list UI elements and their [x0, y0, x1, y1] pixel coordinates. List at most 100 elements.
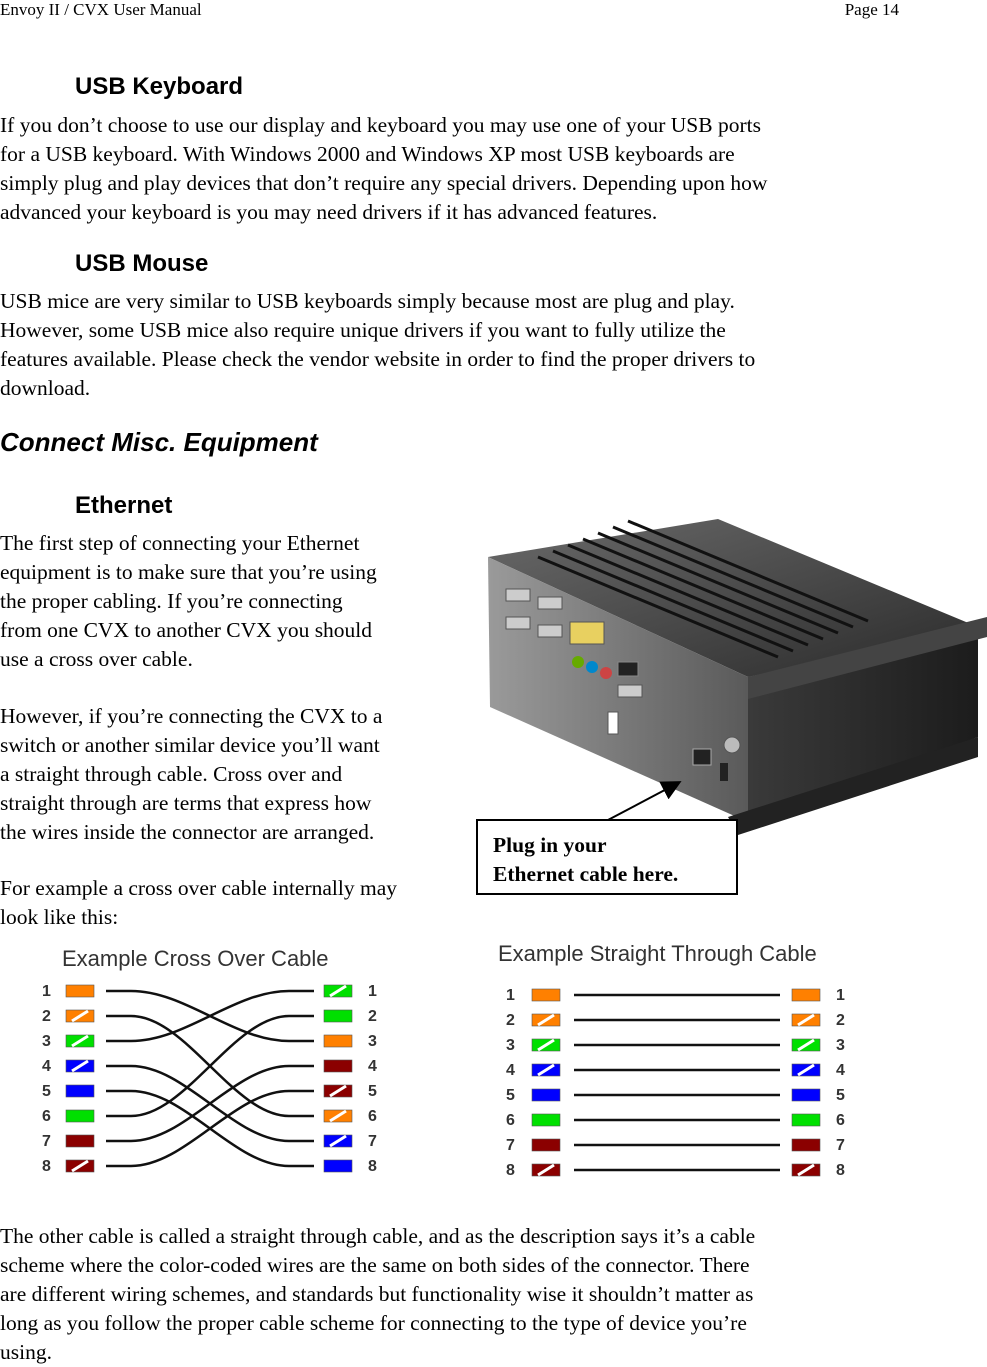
- pin-label-left: 4: [506, 1062, 515, 1079]
- pin-label-right: 6: [368, 1108, 377, 1125]
- usb-mouse-paragraph: USB mice are very similar to USB keyboar…: [0, 287, 755, 403]
- heading-connect-misc-equipment: Connect Misc. Equipment: [0, 427, 318, 457]
- ethernet-paragraph-1: The first step of connecting your Ethern…: [0, 529, 377, 674]
- heading-usb-keyboard: USB Keyboard: [75, 73, 244, 100]
- pin-label-right: 1: [836, 987, 845, 1004]
- text-line: scheme where the color-coded wires are t…: [0, 1253, 750, 1277]
- wire-swatch-right-striped-blue: [323, 1134, 353, 1148]
- text-line: However, if you’re connecting the CVX to…: [0, 704, 383, 728]
- text-line: switch or another similar device you’ll …: [0, 733, 380, 757]
- wire-swatch-left-striped-brown: [531, 1163, 561, 1177]
- wire-swatch-left-striped-blue: [531, 1063, 561, 1077]
- wire-swatch-right-solid-green: [791, 1113, 821, 1127]
- text-line: If you don’t choose to use our display a…: [0, 113, 761, 137]
- wire-line: [106, 1089, 314, 1168]
- text-line: are different wiring schemes, and standa…: [0, 1282, 754, 1306]
- text-line: simply plug and play devices that don’t …: [0, 171, 768, 195]
- pin-label-left: 1: [506, 987, 515, 1004]
- pin-label-left: 7: [506, 1137, 515, 1154]
- wire-swatch-right-solid-orange: [791, 988, 821, 1002]
- text-line: straight through are terms that express …: [0, 791, 372, 815]
- pin-label-left: 4: [42, 1058, 51, 1075]
- text-line: long as you follow the proper cable sche…: [0, 1311, 747, 1335]
- wire-swatch-left-striped-green: [65, 1034, 95, 1048]
- heatsink-fins: [537, 519, 869, 659]
- wire-swatch-right-solid-blue: [791, 1088, 821, 1102]
- wire-swatch-right-striped-brown: [791, 1163, 821, 1177]
- text-line: However, some USB mice also require uniq…: [0, 318, 726, 342]
- callout-line: Plug in your: [493, 833, 607, 857]
- straight-through-cable-title: Example Straight Through Cable: [498, 941, 817, 966]
- wire-swatch-left-solid-brown: [65, 1134, 95, 1148]
- heading-usb-mouse: USB Mouse: [75, 250, 209, 277]
- pin-label-right: 5: [368, 1083, 377, 1100]
- pin-label-left: 8: [42, 1158, 51, 1175]
- wire-swatch-left-striped-orange: [531, 1013, 561, 1027]
- pin-label-left: 1: [42, 983, 51, 1000]
- pin-label-right: 7: [836, 1137, 845, 1154]
- wire-swatch-left-solid-orange: [65, 984, 95, 998]
- text-line: a straight through cable. Cross over and: [0, 762, 343, 786]
- text-line: The other cable is called a straight thr…: [0, 1224, 756, 1248]
- text-line: the proper cabling. If you’re connecting: [0, 589, 343, 613]
- wire-swatch-left-striped-brown: [65, 1159, 95, 1173]
- text-line: USB mice are very similar to USB keyboar…: [0, 289, 735, 313]
- wire-swatch-left-striped-green: [531, 1038, 561, 1052]
- pin-label-left: 7: [42, 1133, 51, 1150]
- pin-label-right: 1: [368, 983, 377, 1000]
- wire-swatch-left-solid-blue: [65, 1084, 95, 1098]
- wire-swatch-right-striped-green: [791, 1038, 821, 1052]
- pin-label-right: 2: [836, 1012, 845, 1029]
- wire-swatch-right-solid-orange: [323, 1034, 353, 1048]
- wire-swatch-left-solid-green: [65, 1109, 95, 1123]
- wire-swatch-left-striped-blue: [65, 1059, 95, 1073]
- pin-label-right: 3: [368, 1033, 377, 1050]
- pin-label-left: 5: [506, 1087, 515, 1104]
- text-line: from one CVX to another CVX you should: [0, 618, 373, 642]
- pin-label-right: 8: [368, 1158, 377, 1175]
- usb-keyboard-paragraph: If you don’t choose to use our display a…: [0, 111, 767, 227]
- pin-label-left: 3: [42, 1033, 51, 1050]
- wire-swatch-right-striped-brown: [323, 1084, 353, 1098]
- pin-label-left: 2: [42, 1008, 51, 1025]
- heading-ethernet: Ethernet: [75, 492, 173, 519]
- callout-line: Ethernet cable here.: [493, 862, 679, 886]
- text-line: The first step of connecting your Ethern…: [0, 531, 360, 555]
- running-header-title: Envoy II / CVX User Manual: [0, 0, 202, 19]
- cross-over-cable-title: Example Cross Over Cable: [62, 946, 329, 971]
- wire-swatch-right-solid-brown: [323, 1059, 353, 1073]
- pin-label-right: 4: [836, 1062, 845, 1079]
- wire-swatch-left-solid-brown: [531, 1138, 561, 1152]
- wire-swatch-left-solid-blue: [531, 1088, 561, 1102]
- wire-swatch-right-solid-blue: [323, 1159, 353, 1173]
- text-line: advanced your keyboard is you may need d…: [0, 200, 658, 224]
- pin-label-left: 3: [506, 1037, 515, 1054]
- closing-paragraph: The other cable is called a straight thr…: [0, 1222, 755, 1367]
- pin-label-right: 4: [368, 1058, 377, 1075]
- wire-swatch-right-striped-orange: [791, 1013, 821, 1027]
- wire-swatch-right-striped-orange: [323, 1109, 353, 1123]
- text-line: equipment is to make sure that you’re us…: [0, 560, 377, 584]
- pin-label-right: 6: [836, 1112, 845, 1129]
- wire-swatch-left-solid-orange: [531, 988, 561, 1002]
- cvx-chassis-photo: [488, 519, 987, 835]
- wire-swatch-right-striped-blue: [791, 1063, 821, 1077]
- wire-swatch-right-striped-green: [323, 984, 353, 998]
- ethernet-paragraph-2: However, if you’re connecting the CVX to…: [0, 702, 382, 847]
- wire-swatch-left-solid-green: [531, 1113, 561, 1127]
- ethernet-callout-box: Plug in your Ethernet cable here.: [476, 819, 738, 895]
- pin-label-left: 2: [506, 1012, 515, 1029]
- text-line: For example a cross over cable internall…: [0, 876, 398, 900]
- callout-arrow: [607, 781, 682, 821]
- pin-label-left: 5: [42, 1083, 51, 1100]
- pin-label-left: 6: [42, 1108, 51, 1125]
- pin-label-left: 8: [506, 1162, 515, 1179]
- page-number: Page 14: [844, 0, 899, 19]
- pin-label-right: 2: [368, 1008, 377, 1025]
- text-line: the wires inside the connector are arran…: [0, 820, 375, 844]
- wire-line: [106, 1064, 314, 1143]
- wire-swatch-right-solid-brown: [791, 1138, 821, 1152]
- text-line: look like this:: [0, 905, 119, 929]
- text-line: download.: [0, 376, 91, 400]
